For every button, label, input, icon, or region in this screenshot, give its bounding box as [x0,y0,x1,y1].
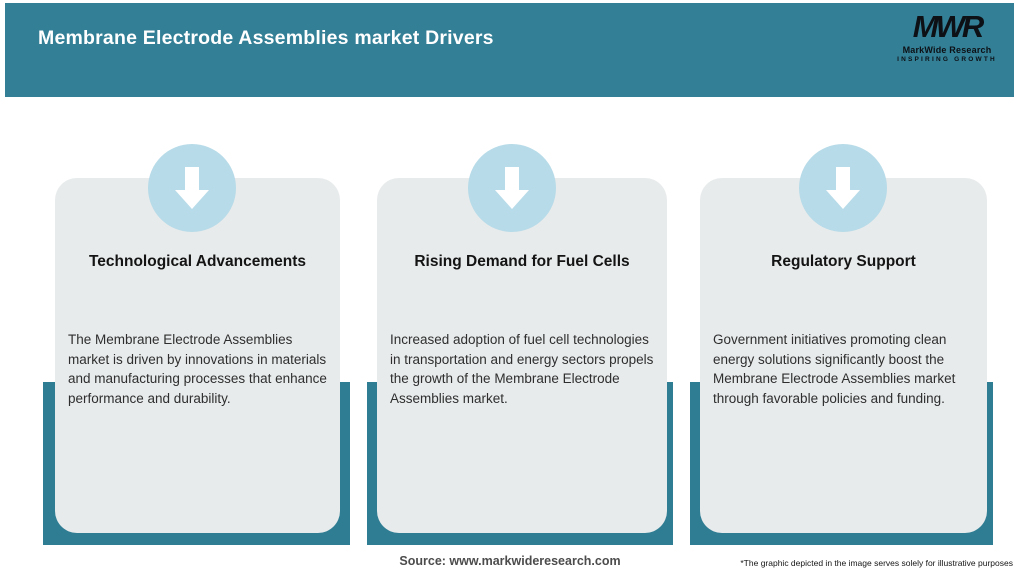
driver-card-technological-advancements: Technological Advancements The Membrane … [55,178,340,533]
markwide-research-logo: MWR MarkWide Research INSPIRING GROWTH [892,9,1002,63]
card-description: Government initiatives promoting clean e… [713,332,956,406]
logo-monogram: MWR [912,9,984,44]
card-description: Increased adoption of fuel cell technolo… [390,332,654,406]
card-title: Technological Advancements [88,253,307,270]
down-arrow-icon [148,144,236,232]
header-band: Membrane Electrode Assemblies market Dri… [5,3,1014,97]
source-text: Source: www.markwideresearch.com [399,554,621,568]
down-arrow-icon [468,144,556,232]
card-description: The Membrane Electrode Assemblies market… [68,332,327,406]
down-arrow-icon [799,144,887,232]
logo-tagline: INSPIRING GROWTH [897,55,997,63]
card-title: Rising Demand for Fuel Cells [414,253,630,270]
driver-card-regulatory-support: Regulatory Support Government initiative… [700,178,987,533]
driver-card-rising-demand-for-fuel-cells: Rising Demand for Fuel Cells Increased a… [377,178,667,533]
disclaimer-text: *The graphic depicted in the image serve… [740,558,1013,568]
logo-name: MarkWide Research [902,44,992,55]
card-title: Regulatory Support [771,253,916,270]
page-title: Membrane Electrode Assemblies market Dri… [38,27,494,49]
